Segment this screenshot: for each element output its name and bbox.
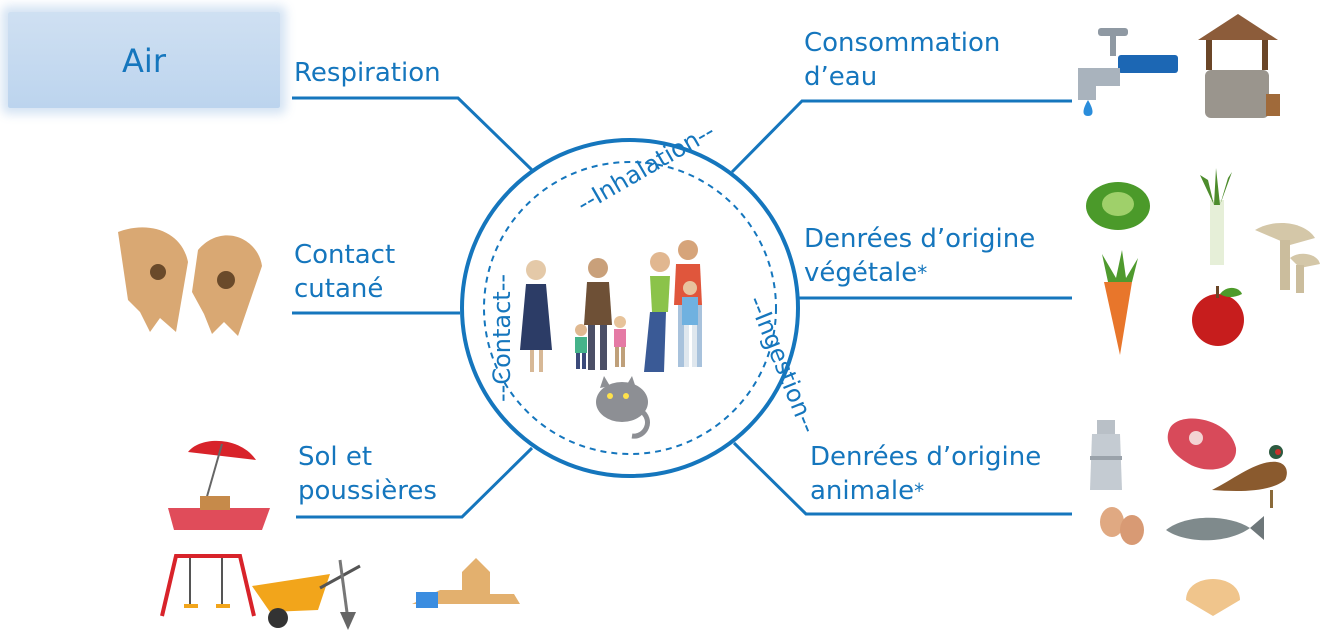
family-icon [520, 240, 702, 372]
exposure-circle [460, 138, 800, 478]
well-icon [1198, 14, 1280, 118]
pheasant-icon [1212, 445, 1287, 508]
line-consommation [730, 99, 1072, 174]
label-denrees-vegetale: Denrées d’origine végétale* [804, 224, 1036, 288]
wheelbarrow-icon [252, 559, 361, 630]
meat-icon [1167, 418, 1237, 470]
shell-icon [1186, 579, 1240, 616]
faucet-icon [1078, 28, 1178, 116]
sandcastle-icon [412, 558, 520, 608]
leek-icon [1200, 168, 1232, 265]
cabbage-icon [1086, 182, 1150, 230]
label-respiration: Respiration [294, 58, 441, 88]
cat-icon [596, 376, 650, 439]
line-animale [732, 441, 1072, 516]
label-denrees-animale: Denrées d’origine animale* [810, 442, 1042, 506]
contact-word: --Contact-- [488, 274, 516, 402]
label-sol-poussieres: Sol et poussières [298, 442, 437, 506]
air-label: Air [122, 42, 166, 80]
picnic-icon [168, 440, 270, 530]
swing-icon [160, 554, 256, 617]
carrot-icon [1102, 250, 1138, 355]
label-consommation-eau: Consommation d’eau [804, 28, 1001, 92]
apple-icon [1192, 286, 1244, 346]
air-source-box: Air [8, 12, 280, 108]
fish-icon [1166, 516, 1264, 541]
line-respiration [292, 96, 534, 172]
eggs-icon [1100, 507, 1144, 545]
milk-can-icon [1090, 420, 1122, 490]
connector-lines [292, 96, 1072, 519]
exposure-inner-dashed-circle [483, 161, 777, 455]
hands-icon [118, 227, 262, 336]
label-contact-cutane: Contact cutané [294, 240, 396, 304]
line-sol [296, 446, 534, 519]
mushroom-icon [1255, 223, 1320, 293]
